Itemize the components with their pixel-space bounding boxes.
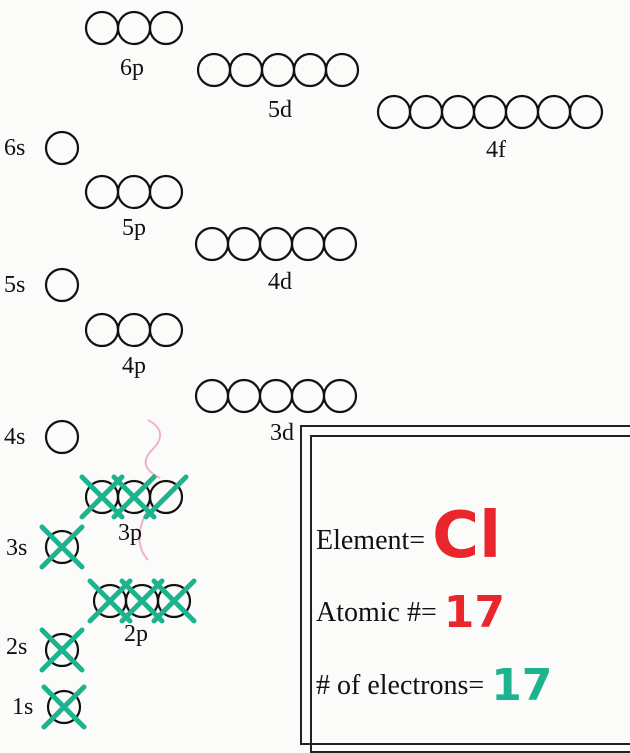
electron-count-row: # of electrons= 17 [316, 660, 552, 711]
sublevel-label-6s: 6s [4, 135, 26, 161]
sublevel-label-3p: 3p [118, 520, 142, 546]
orbital-4f-5 [504, 94, 540, 130]
orbital-5d-2 [228, 52, 264, 88]
electron-mark-3p-3-1 [143, 474, 189, 520]
orbital-6p-1 [84, 10, 120, 46]
sublevel-label-1s: 1s [12, 694, 34, 720]
orbital-4f-6 [536, 94, 572, 130]
orbital-3d-4 [290, 378, 326, 414]
element-value: Cl [432, 499, 501, 573]
electron-mark-2p-3-2 [151, 578, 197, 624]
orbital-4f-1 [376, 94, 412, 130]
orbital-5p-3 [148, 174, 184, 210]
orbital-1s-1 [46, 689, 82, 725]
orbital-5p-1 [84, 174, 120, 210]
sublevel-label-4d: 4d [268, 269, 292, 295]
orbital-4f-2 [408, 94, 444, 130]
sublevel-label-5p: 5p [122, 215, 146, 241]
electron-mark-2s-1-2 [39, 627, 85, 673]
orbital-3s-1 [44, 529, 80, 565]
element-row: Element= Cl [316, 499, 501, 573]
orbital-diagram [39, 10, 604, 730]
electron-mark-2p-1-2 [87, 578, 133, 624]
orbital-6p-3 [148, 10, 184, 46]
orbital-5d-5 [324, 52, 360, 88]
orbital-6s-1 [44, 130, 80, 166]
electron-mark-3p-2-2 [111, 474, 157, 520]
sublevel-label-6p: 6p [120, 55, 144, 81]
orbital-3d-3 [258, 378, 294, 414]
orbital-3d-1 [194, 378, 230, 414]
orbital-4d-5 [322, 226, 358, 262]
sublevel-label-2s: 2s [6, 634, 28, 660]
atomic-row: Atomic #= 17 [316, 587, 505, 638]
orbital-4p-3 [148, 312, 184, 348]
element-label: Element= [316, 525, 426, 556]
orbital-4p-1 [84, 312, 120, 348]
sublevel-label-4s: 4s [4, 424, 26, 450]
electron-mark-3s-1-2 [39, 524, 85, 570]
sublevel-label-4f: 4f [486, 137, 506, 163]
element-info-box: Element= Cl Atomic #= 17 # of electrons=… [300, 425, 630, 753]
sublevel-label-5d: 5d [268, 97, 292, 123]
orbital-4d-1 [194, 226, 230, 262]
orbital-4f-7 [568, 94, 604, 130]
sublevel-label-5s: 5s [4, 272, 26, 298]
electron-mark-2p-2-2 [119, 578, 165, 624]
orbital-4f-3 [440, 94, 476, 130]
electron-count-label: # of electrons= [316, 670, 485, 701]
orbital-2p-3 [156, 583, 192, 619]
orbital-4f-4 [472, 94, 508, 130]
atomic-number-value: 17 [443, 587, 506, 638]
electron-mark-3p-1-2 [79, 474, 125, 520]
sublevel-label-2p: 2p [124, 621, 148, 647]
electron-mark-1s-1-2 [41, 684, 87, 730]
orbital-5s-1 [44, 267, 80, 303]
orbital-4s-1 [44, 419, 80, 455]
orbital-2s-1 [44, 632, 80, 668]
sublevel-label-3s: 3s [6, 535, 28, 561]
orbital-4d-4 [290, 226, 326, 262]
orbital-3p-3 [148, 479, 184, 515]
sublevel-label-3d: 3d [270, 420, 294, 446]
orbital-4p-2 [116, 312, 152, 348]
orbital-5d-4 [292, 52, 328, 88]
sublevel-label-4p: 4p [122, 353, 146, 379]
orbital-5d-1 [196, 52, 232, 88]
orbital-5d-3 [260, 52, 296, 88]
orbital-6p-2 [116, 10, 152, 46]
orbital-3d-5 [322, 378, 358, 414]
orbital-4d-3 [258, 226, 294, 262]
orbital-4d-2 [226, 226, 262, 262]
atomic-number-label: Atomic #= [316, 597, 437, 628]
orbital-3d-2 [226, 378, 262, 414]
electron-count-value: 17 [491, 660, 553, 711]
orbital-5p-2 [116, 174, 152, 210]
